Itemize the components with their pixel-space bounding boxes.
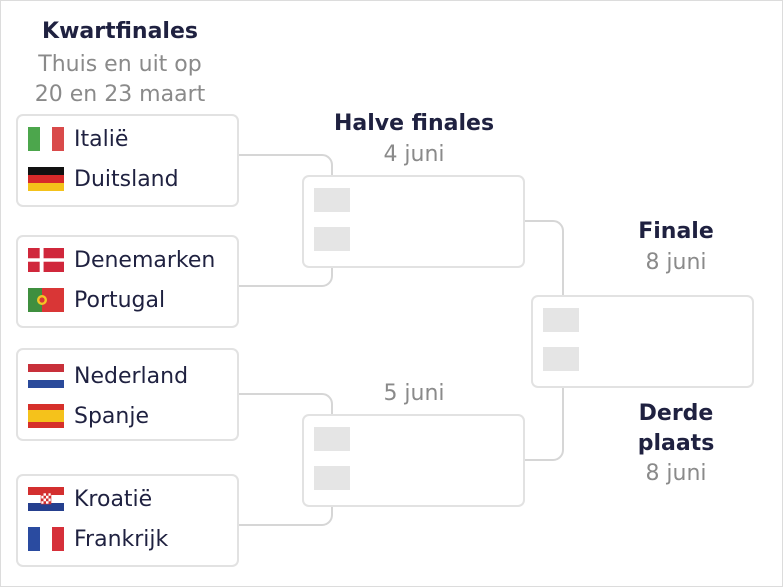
team-name: Spanje xyxy=(74,403,150,429)
team-name: Frankrijk xyxy=(74,526,169,552)
quarterfinal-match-3[interactable]: Nederland Spanje xyxy=(16,348,239,441)
team-name: Duitsland xyxy=(74,166,179,192)
final-date: 8 juni xyxy=(645,250,707,275)
team-row: Italië xyxy=(28,126,128,152)
semifinal-match-2[interactable] xyxy=(302,414,525,507)
team-row: Denemarken xyxy=(28,247,215,273)
final-title: Finale xyxy=(638,219,714,244)
team-placeholder xyxy=(543,347,579,371)
quarterfinals-date-line2: 20 en 23 maart xyxy=(34,82,206,107)
connector-qf2-sf1 xyxy=(238,266,333,287)
semifinals-title: Halve finales xyxy=(333,111,495,136)
connector-qf3-sf2 xyxy=(238,393,333,415)
quarterfinal-match-4[interactable]: Kroatië Frankrijk xyxy=(16,474,239,567)
team-name: Kroatië xyxy=(74,486,153,512)
quarterfinal-match-2[interactable]: Denemarken Portugal xyxy=(16,235,239,328)
team-row: Nederland xyxy=(28,363,188,389)
spain-flag-icon xyxy=(28,404,64,428)
croatia-flag-icon xyxy=(28,487,64,511)
team-placeholder xyxy=(314,427,350,451)
semifinal-2-date: 5 juni xyxy=(383,381,445,406)
quarterfinals-date-line1: Thuis en uit op xyxy=(38,52,202,77)
third-place-title-line2: plaats xyxy=(637,431,715,456)
portugal-flag-icon xyxy=(28,288,64,312)
france-flag-icon xyxy=(28,527,64,551)
third-place-title-line1: Derde xyxy=(638,401,714,426)
semifinal-match-1[interactable] xyxy=(302,175,525,268)
italy-flag-icon xyxy=(28,127,64,151)
team-name: Denemarken xyxy=(74,247,216,273)
germany-flag-icon xyxy=(28,167,64,191)
connector-qf4-sf2 xyxy=(238,504,333,526)
team-row: Frankrijk xyxy=(28,526,168,552)
team-row: Kroatië xyxy=(28,486,152,512)
team-row: Portugal xyxy=(28,287,165,313)
team-placeholder xyxy=(314,466,350,490)
team-name: Portugal xyxy=(74,287,166,313)
team-placeholder xyxy=(314,188,350,212)
netherlands-flag-icon xyxy=(28,364,64,388)
quarterfinals-title: Kwartfinales xyxy=(42,19,198,44)
connector-sf2-final xyxy=(524,386,564,461)
semifinal-1-date: 4 juni xyxy=(383,142,445,167)
connector-qf1-sf1 xyxy=(238,154,333,176)
connector-sf1-final xyxy=(524,220,564,296)
team-row: Duitsland xyxy=(28,166,179,192)
third-place-date: 8 juni xyxy=(645,461,707,486)
final-match[interactable] xyxy=(531,295,754,388)
team-placeholder xyxy=(543,308,579,332)
quarterfinal-match-1[interactable]: Italië Duitsland xyxy=(16,114,239,207)
team-name: Italië xyxy=(74,126,129,152)
team-name: Nederland xyxy=(74,363,189,389)
denmark-flag-icon xyxy=(28,248,64,272)
team-row: Spanje xyxy=(28,403,149,429)
team-placeholder xyxy=(314,227,350,251)
